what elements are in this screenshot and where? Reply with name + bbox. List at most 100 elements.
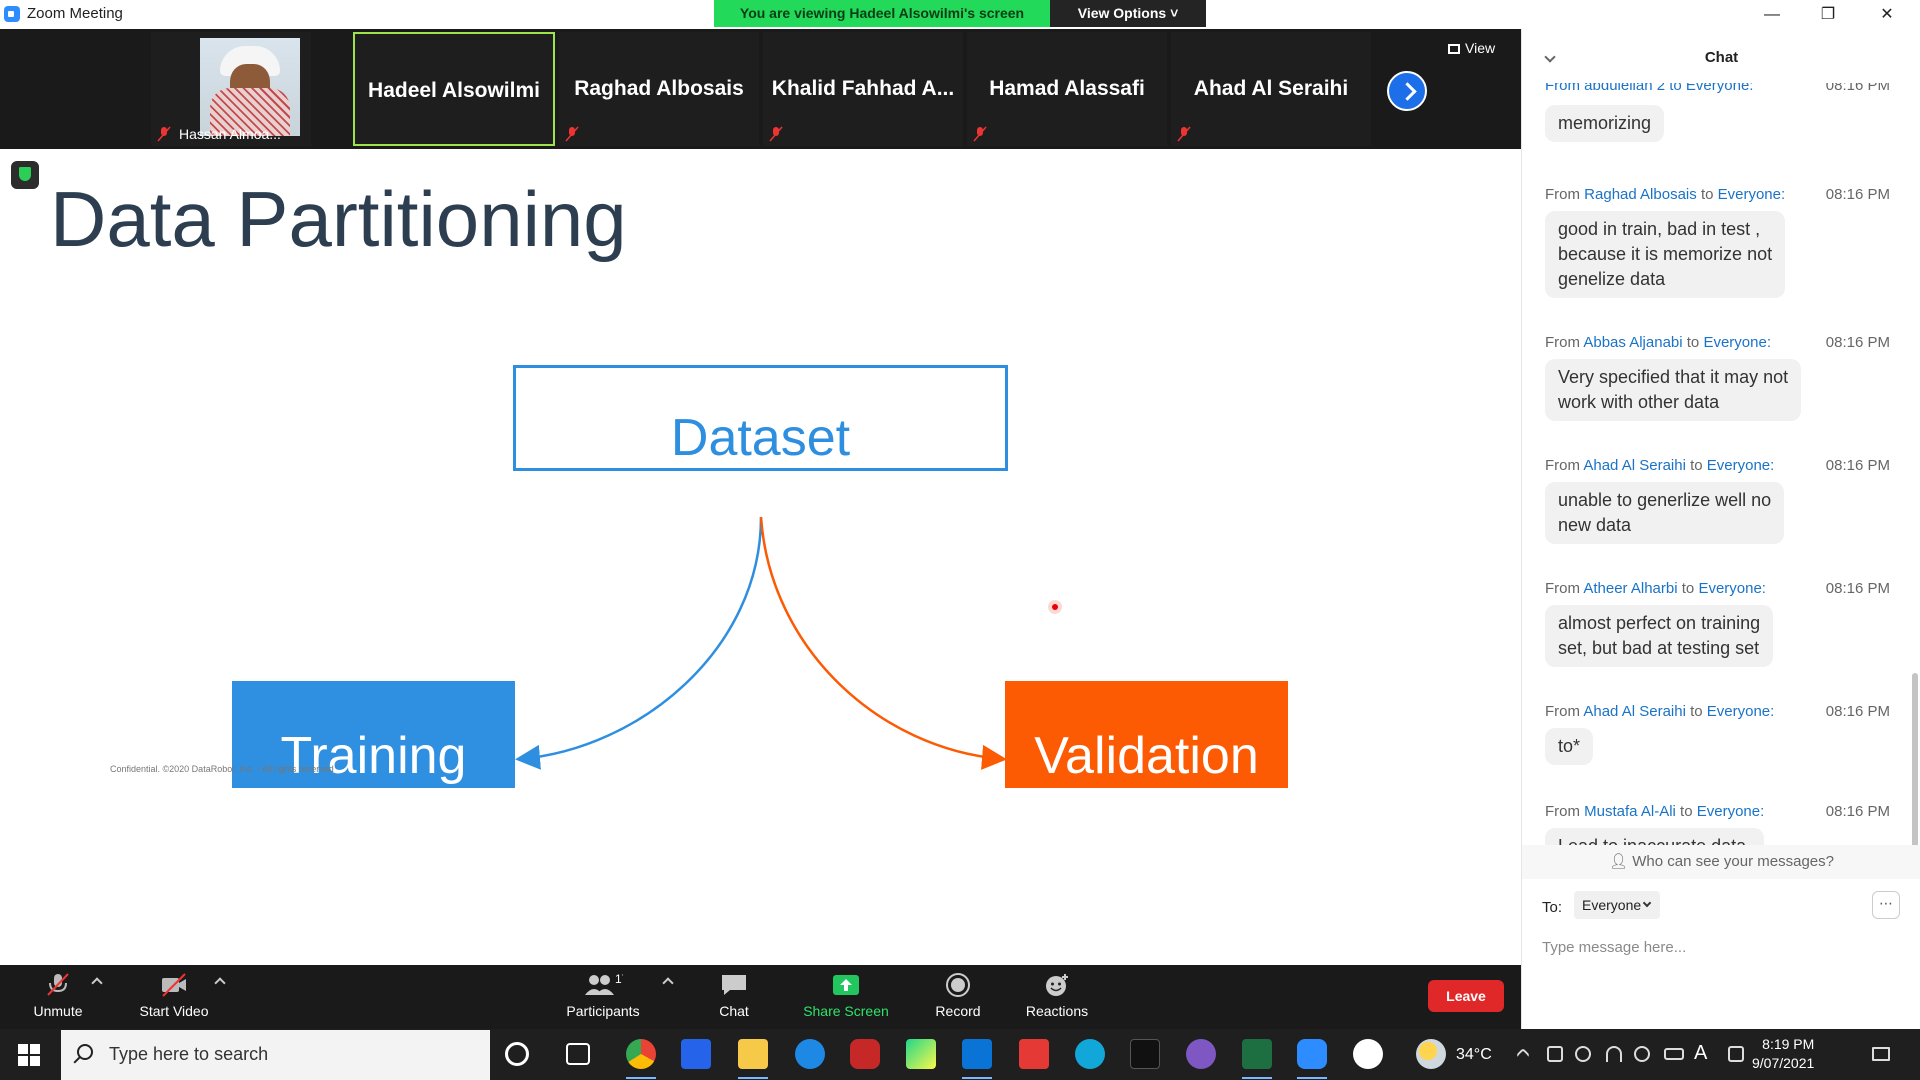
chat-scrollbar[interactable]	[1912, 673, 1918, 845]
chat-bubble-line: new data	[1558, 515, 1632, 535]
participant-thumb-khalid[interactable]: Khalid Fahhad A...	[763, 32, 963, 146]
recipient-value: Everyone	[1582, 897, 1642, 913]
taskbar-search[interactable]: Type here to search	[61, 1030, 490, 1080]
volume-icon[interactable]	[1575, 1046, 1591, 1062]
file-explorer-icon[interactable]	[738, 1039, 768, 1079]
mic-muted-icon	[769, 126, 783, 142]
chat-message-input[interactable]	[1542, 935, 1882, 959]
task-view-icon[interactable]	[566, 1043, 590, 1065]
zoom-icon[interactable]	[1297, 1039, 1327, 1079]
to-word: to	[1690, 457, 1703, 474]
participant-thumb-raghad[interactable]: Raghad Albosais	[559, 32, 759, 146]
security-shield-icon[interactable]	[11, 161, 39, 189]
to-word: to	[1686, 334, 1700, 351]
participants-chevron-icon[interactable]	[662, 977, 674, 989]
participant-thumb-hamad[interactable]: Hamad Alassafi	[967, 32, 1167, 146]
privacy-user-icon: 👤︎	[1609, 853, 1633, 870]
app-icon-purple[interactable]	[1186, 1039, 1216, 1069]
chat-bubble-icon	[722, 975, 746, 995]
to-word: to	[1700, 186, 1714, 203]
unmute-label: Unmute	[33, 1003, 83, 1019]
audio-options-chevron-icon[interactable]	[91, 977, 103, 989]
leave-button[interactable]: Leave	[1428, 980, 1504, 1012]
weather-temperature[interactable]: 34°C	[1456, 1046, 1492, 1063]
share-screen-label: Share Screen	[803, 1003, 889, 1019]
windows-taskbar: Type here to search 34°C A 8:19 PM 9/07/…	[0, 1029, 1920, 1080]
show-hidden-icons-chevron-icon[interactable]	[1515, 1047, 1531, 1063]
app-icon-black[interactable]	[1130, 1039, 1160, 1069]
clock-date: 9/07/2021	[1752, 1055, 1815, 1071]
meeting-toolbar: Unmute Start Video 17 Participants Chat …	[0, 965, 1521, 1029]
validation-box: Validation	[1005, 681, 1288, 788]
maximize-button[interactable]: ❐	[1820, 6, 1836, 23]
help-icon[interactable]	[1353, 1039, 1383, 1069]
chat-bubble-line: work with other data	[1558, 392, 1720, 412]
chat-bubble: to*	[1545, 728, 1594, 765]
weather-icon[interactable]	[1416, 1039, 1446, 1069]
sender-name[interactable]: Ahad Al Seraihi	[1583, 457, 1686, 474]
view-options-button[interactable]: View Options ˅	[1050, 0, 1206, 27]
app-icon-c[interactable]	[1075, 1039, 1105, 1069]
chrome-icon[interactable]	[626, 1039, 656, 1079]
bluetooth-icon[interactable]	[795, 1039, 825, 1069]
start-video-button[interactable]: Start Video	[134, 973, 214, 1019]
participant-thumb-ahad[interactable]: Ahad Al Seraihi	[1171, 32, 1371, 146]
wifi-icon[interactable]	[1606, 1046, 1622, 1062]
chat-bubble-line: almost perfect on training	[1558, 613, 1761, 633]
battery-icon[interactable]	[1664, 1048, 1684, 1060]
dropdown-chevron-icon	[1642, 898, 1652, 908]
reactions-button[interactable]: Reactions	[1024, 973, 1090, 1019]
vscode-icon[interactable]	[962, 1039, 992, 1079]
input-language-indicator[interactable]: A	[1694, 1042, 1708, 1064]
tray-app-icon-2[interactable]	[1728, 1046, 1744, 1062]
close-button[interactable]: ✕	[1880, 6, 1894, 23]
taskbar-clock[interactable]: 8:19 PM 9/07/2021	[1752, 1035, 1814, 1073]
participants-button[interactable]: 17 Participants	[560, 973, 646, 1019]
app-icon-red[interactable]	[850, 1039, 880, 1069]
next-page-arrow-icon[interactable]	[1387, 71, 1427, 111]
tray-app-icon[interactable]	[1547, 1046, 1563, 1062]
participants-label: Participants	[566, 1003, 640, 1019]
who-can-see-messages[interactable]: 👤︎ Who can see your messages?	[1522, 845, 1920, 879]
sender-name[interactable]: Mustafa Al-Ali	[1584, 803, 1676, 820]
video-off-icon	[162, 973, 186, 997]
video-options-chevron-icon[interactable]	[214, 977, 226, 989]
participant-strip: Hassan Almoa... Hadeel Alsowilmi Raghad …	[0, 29, 1521, 149]
sender-name[interactable]: Ahad Al Seraihi	[1583, 703, 1686, 720]
unmute-button[interactable]: Unmute	[28, 973, 88, 1019]
view-button[interactable]: View	[1448, 40, 1495, 56]
sender-name[interactable]: Raghad Albosais	[1584, 186, 1697, 203]
participant-thumb-hassan[interactable]: Hassan Almoa...	[151, 32, 311, 146]
pycharm-icon[interactable]	[906, 1039, 936, 1069]
chat-button[interactable]: Chat	[714, 973, 754, 1019]
more-options-button[interactable]: ⋯	[1872, 891, 1900, 919]
cortana-icon[interactable]	[505, 1042, 529, 1066]
chat-message-header: From Raghad Albosais to Everyone:	[1545, 186, 1785, 203]
from-word: From	[1545, 580, 1580, 597]
chat-bubble-line: genelize data	[1558, 269, 1666, 289]
excel-icon[interactable]	[1242, 1039, 1272, 1079]
share-screen-button[interactable]: Share Screen	[800, 973, 892, 1019]
to-word: to	[1681, 580, 1695, 597]
notifications-icon[interactable]	[1872, 1047, 1890, 1061]
sender-name[interactable]: Abbas Aljanabi	[1583, 334, 1683, 351]
windows-start-icon[interactable]	[18, 1044, 40, 1066]
recipient-select[interactable]: Everyone	[1574, 891, 1660, 919]
to-word: to	[1690, 703, 1703, 720]
sender-name[interactable]: Atheer Alharbi	[1583, 580, 1678, 597]
reactions-smiley-icon	[1046, 974, 1068, 996]
app-icon-x[interactable]	[1019, 1039, 1049, 1069]
minimize-button[interactable]: —	[1764, 6, 1780, 23]
chat-bubble-line: set, but bad at testing set	[1558, 638, 1760, 658]
onedrive-cloud-icon[interactable]	[1634, 1046, 1650, 1062]
recipient-name: Everyone:	[1696, 803, 1765, 820]
participant-thumb-hadeel[interactable]: Hadeel Alsowilmi	[353, 32, 555, 146]
app-icon-blue[interactable]	[681, 1039, 711, 1069]
record-button[interactable]: Record	[932, 973, 984, 1019]
chat-bubble: Lead to inaccurate data,more outliers	[1545, 828, 1765, 845]
chat-message-list[interactable]: From abdulellah 2 to Everyone: 08:16 PM …	[1522, 83, 1920, 845]
from-word: From	[1545, 703, 1580, 720]
chat-message-header: From Abbas Aljanabi to Everyone:	[1545, 334, 1771, 351]
recipient-name: Everyone:	[1698, 580, 1766, 597]
chat-panel: Chat From abdulellah 2 to Everyone: 08:1…	[1521, 29, 1920, 1029]
